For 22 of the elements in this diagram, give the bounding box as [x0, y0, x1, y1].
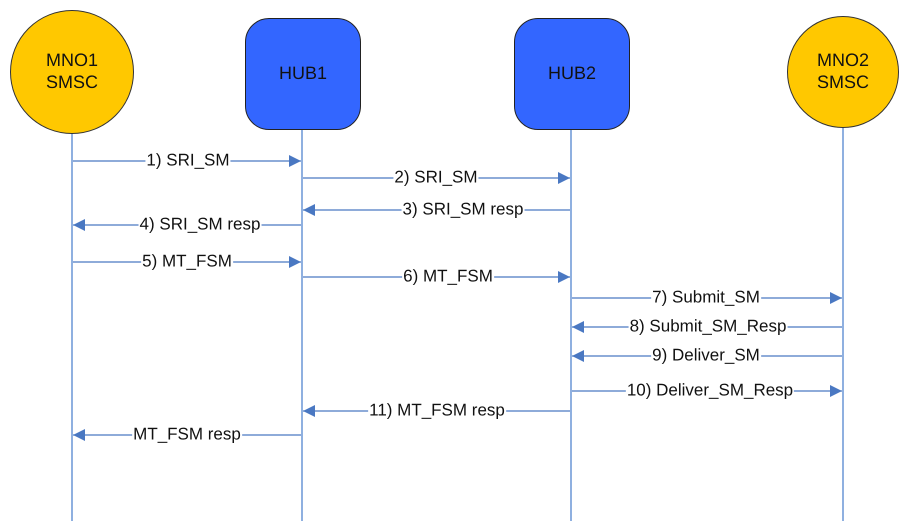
rounded-square-node	[245, 18, 361, 130]
node-label: HUB1	[278, 63, 327, 85]
edge-label: 4) SRI_SM resp	[138, 216, 262, 234]
lifeline	[842, 128, 844, 521]
edge-label: MT_FSM resp	[132, 426, 242, 444]
edge-label: 5) MT_FSM	[141, 252, 233, 272]
edge-label: 9) Deliver_SM	[651, 346, 761, 366]
lifeline	[71, 134, 73, 521]
node-label: MNO2 SMSC	[816, 50, 870, 94]
lifeline	[301, 130, 303, 521]
lifeline	[570, 130, 572, 521]
edge-label: 8) Submit_SM_Resp	[628, 318, 788, 336]
edge-label: 11) MT_FSM resp	[368, 402, 506, 420]
node-label: HUB2	[548, 63, 596, 85]
node-label: MNO1 SMSC	[44, 50, 99, 94]
edge-label: 2) SRI_SM	[393, 168, 479, 188]
edge-label: 7) Submit_SM	[651, 288, 761, 308]
edge-label: 3) SRI_SM resp	[402, 200, 524, 220]
edge-label: 1) SRI_SM	[145, 152, 231, 170]
rounded-square-node	[514, 18, 630, 130]
edge-label: 6) MT_FSM	[402, 268, 494, 286]
edge-label: 10) Deliver_SM_Resp	[626, 382, 794, 400]
